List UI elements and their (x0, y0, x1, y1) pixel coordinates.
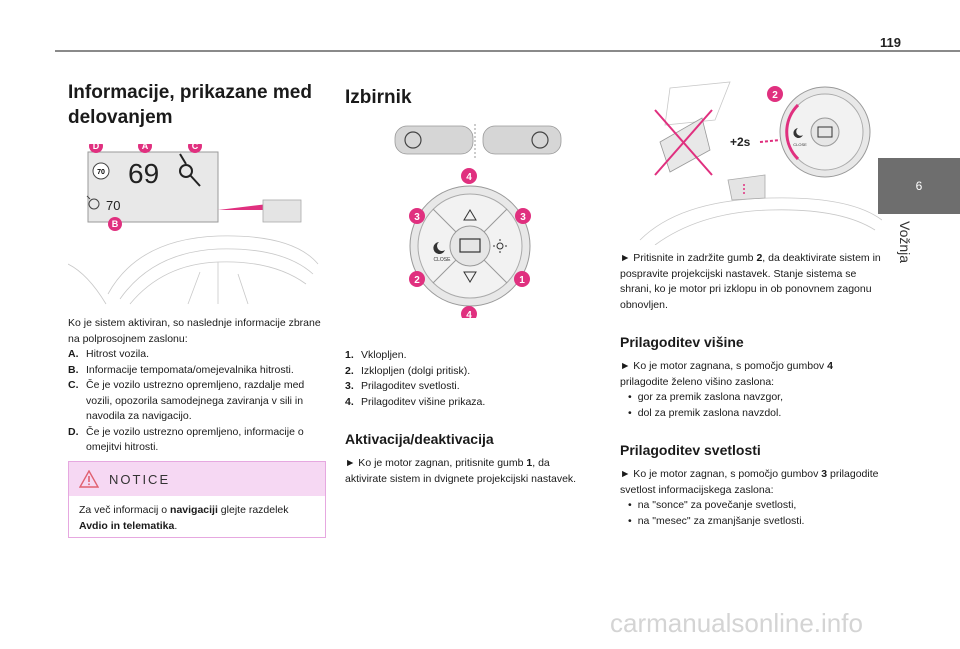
notice-text: Za več informacij o navigaciji glejte ra… (79, 504, 289, 532)
selector-list: 1.Vklopljen. 2.Izklopljen (dolgi pritisk… (345, 348, 585, 410)
notice-title: NOTICE (109, 471, 171, 487)
callout-d: D (93, 144, 100, 151)
column-selector: Izbirnik CLOSE 4 (345, 80, 585, 487)
page-number: 119 (880, 35, 901, 50)
list-item: C.Če je vozilo ustrezno opremljeno, razd… (68, 379, 305, 422)
callout-4-top: 4 (466, 172, 472, 183)
callout-c: C (192, 144, 199, 151)
selector-illustration: CLOSE 4 3 3 2 1 4 (394, 124, 562, 322)
list-item: na "sonce" za povečanje svetlosti, (628, 498, 882, 514)
speed-value: 69 (128, 158, 159, 189)
callout-3-left: 3 (414, 212, 420, 223)
brightness-text: ► Ko je motor zagnan, s pomočjo gumbov 3… (620, 468, 879, 496)
list-item: B.Informacije tempomata/omejevalnika hit… (68, 363, 294, 376)
chapter-tab: 6 (878, 158, 960, 214)
selector-figure: CLOSE 4 3 3 2 1 4 (345, 118, 585, 322)
deactivate-text: ► Pritisnite in zadržite gumb 2, da deak… (620, 252, 881, 311)
deactivate-illustration: +2s CLOSE 2 (639, 81, 883, 246)
limit-sign-text: 70 (97, 169, 105, 176)
list-item: D.Če je vozilo ustrezno opremljeno, info… (68, 425, 304, 454)
list-item: na "mesec" za zmanjšanje svetlosti. (628, 514, 882, 530)
callout-4-bottom: 4 (466, 310, 472, 318)
height-bullets: gor za premik zaslona navzgor, dol za pr… (620, 390, 882, 421)
height-text: ► Ko je motor zagnana, s pomočjo gumbov … (620, 360, 833, 388)
chapter-title: Vožnja (897, 220, 913, 264)
section-heading: Informacije, prikazane med delovanjem (68, 82, 312, 128)
hud-figure: 70 69 70 D A C B (67, 139, 326, 308)
callout-1: 1 (519, 275, 525, 286)
info-list: A.Hitrost vozila. B.Informacije tempomat… (68, 347, 326, 456)
intro-text: Ko je sistem aktiviran, so naslednje inf… (68, 317, 321, 345)
list-item: 4.Prilagoditev višine prikaza. (345, 395, 486, 408)
column-info: Informacije, prikazane med delovanjem 70… (67, 80, 326, 456)
set-speed-value: 70 (106, 198, 120, 213)
list-item: 3.Prilagoditev svetlosti. (345, 380, 460, 392)
warning-icon (79, 470, 99, 488)
section-heading: Izbirnik (345, 87, 412, 108)
list-item: 1.Vklopljen. (345, 349, 407, 361)
list-item: 2.Izklopljen (dolgi pritisk). (345, 364, 471, 377)
hud-illustration: 70 69 70 D A C B (67, 139, 319, 305)
brightness-bullets: na "sonce" za povečanje svetlosti, na "m… (620, 498, 882, 529)
callout-2: 2 (414, 275, 420, 286)
top-rule (55, 50, 960, 52)
callout-3-right: 3 (520, 212, 526, 223)
height-heading: Prilagoditev višine (620, 334, 744, 350)
close-label: CLOSE (793, 142, 807, 147)
callout-a: A (142, 144, 149, 151)
hold-label: +2s (730, 135, 751, 149)
sub-heading: Aktivacija/deaktivacija (345, 431, 494, 447)
callout-b: B (112, 219, 119, 229)
activation-text: ► Ko je motor zagnan, pritisnite gumb 1,… (345, 457, 577, 485)
deactivate-figure: +2s CLOSE 2 (620, 80, 883, 246)
list-item: A.Hitrost vozila. (68, 348, 150, 360)
notice-box: NOTICE Za več informacij o navigaciji gl… (68, 461, 326, 538)
brightness-heading: Prilagoditev svetlosti (620, 442, 761, 458)
watermark: carmanualsonline.info (610, 608, 863, 638)
list-item: gor za premik zaslona navzgor, (628, 390, 882, 406)
list-item: dol za premik zaslona navzdol. (628, 406, 882, 422)
column-settings: +2s CLOSE 2 ► Pritisnite in zadržite gum… (620, 80, 883, 529)
callout-2: 2 (772, 90, 778, 101)
close-label: CLOSE (434, 257, 452, 263)
